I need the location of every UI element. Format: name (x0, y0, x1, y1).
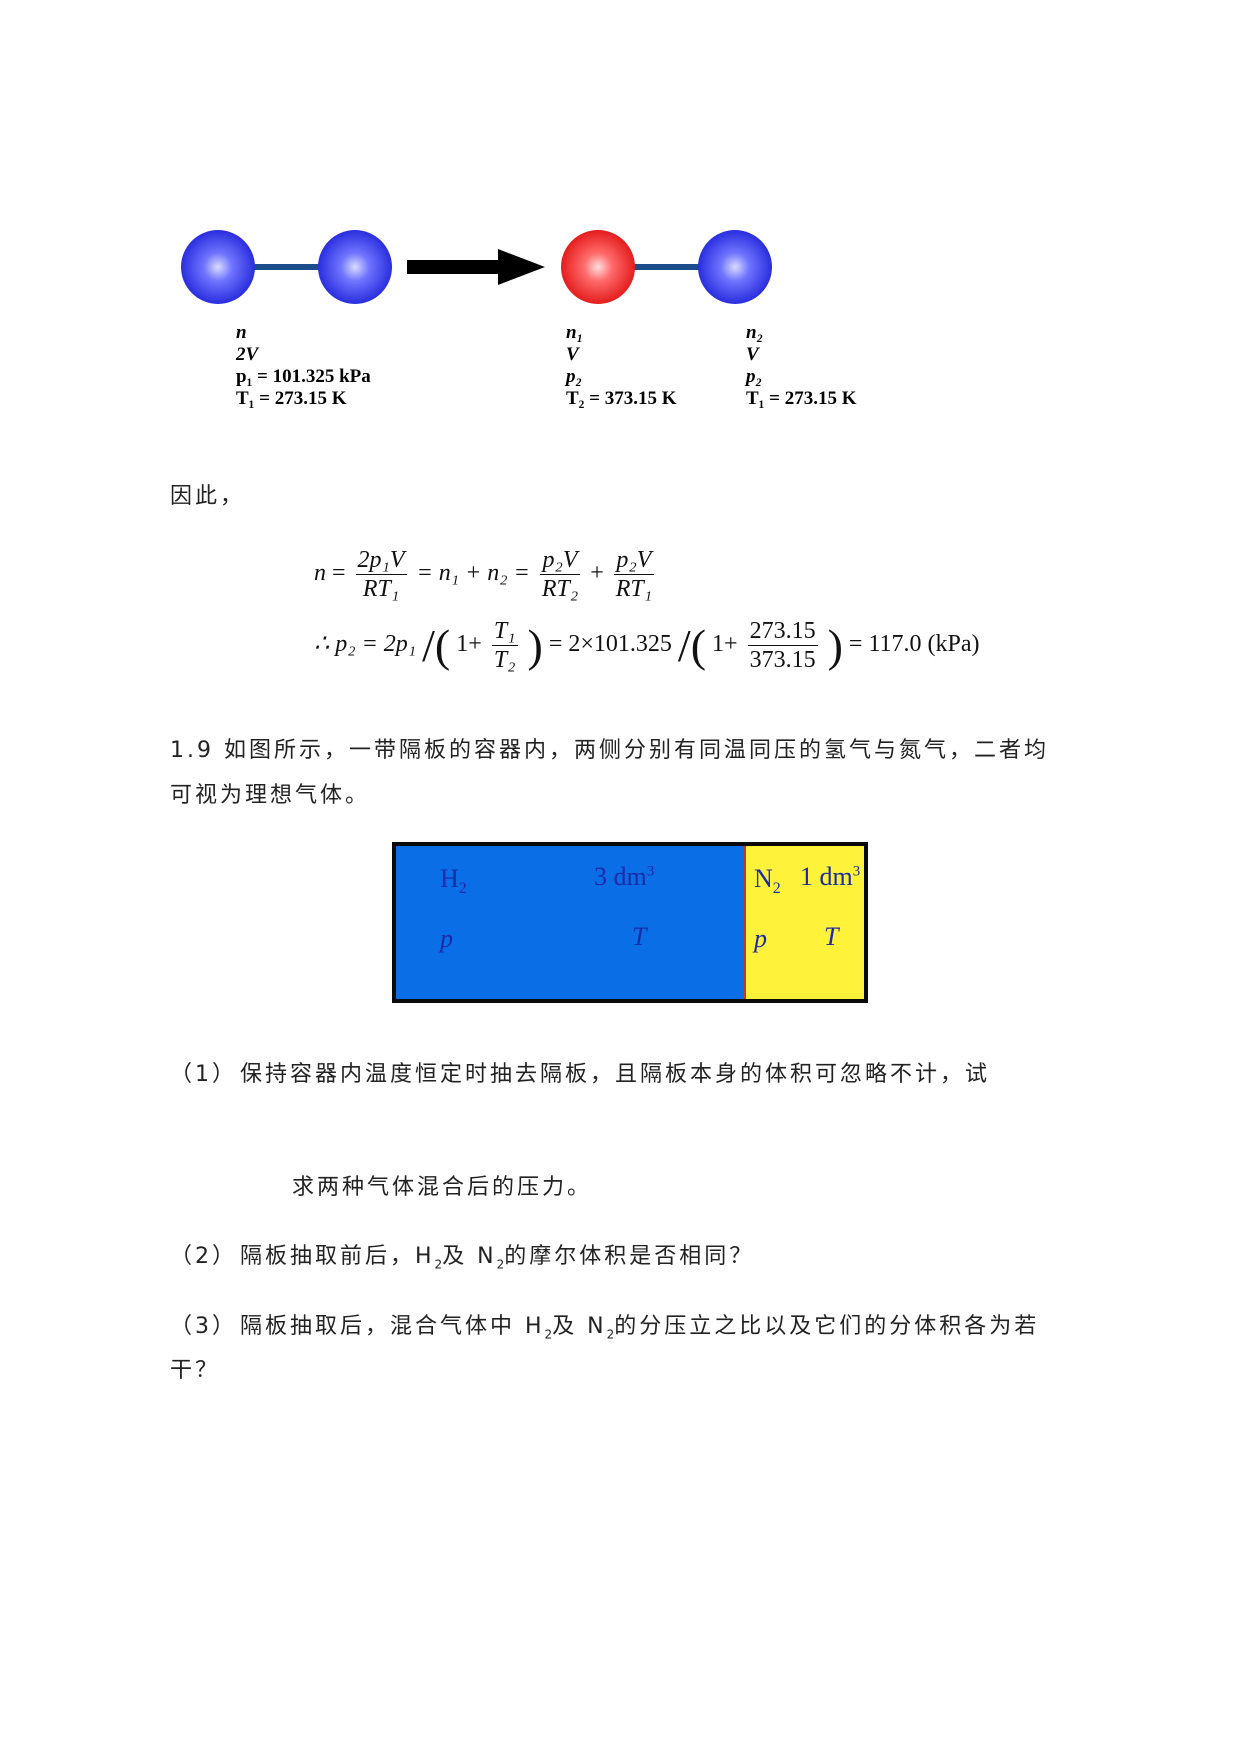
f1-num-3: p₂V (613, 547, 655, 575)
mid-p: p₂ (566, 366, 583, 387)
f1-frac-2: p₂V RT₂ (539, 547, 581, 602)
n2-label: N2 (754, 864, 781, 898)
left-n: n (236, 322, 247, 343)
f1-frac-3: p₂V RT₁ (613, 547, 655, 602)
mid-n: n₁ (566, 322, 584, 343)
blue-ball-1 (181, 230, 255, 304)
therefore-text: 因此， (170, 484, 246, 509)
f2-paren-2: ) (827, 620, 843, 671)
problem-title-line-2: 可视为理想气体。 (170, 783, 371, 808)
f1-mid: = n₁ + n₂ = (416, 560, 530, 587)
q3-line-2: 干？ (170, 1358, 221, 1383)
h2-label: H2 (440, 864, 467, 898)
f2-one: 1+ (456, 631, 482, 658)
f2-num-v: 273.15 (747, 618, 818, 646)
q3-number: （3） (170, 1314, 237, 1339)
f2-num-t: T₁ (491, 618, 518, 646)
f1-frac-1: 2p₁V RT₁ (355, 547, 407, 602)
h2-pressure: p (440, 924, 453, 953)
formula-line-1: n = 2p₁V RT₁ = n₁ + n₂ = p₂V RT₂ + p₂V R… (314, 547, 658, 602)
n2-temperature: T (824, 922, 839, 951)
f2-lead: ∴ p₂ = 2p₁ (314, 631, 417, 658)
q2-number: （2） (170, 1244, 237, 1269)
q3-text: 隔板抽取后，混合气体中 H2及 N2的分压立之比以及它们的分体积各为若 (240, 1314, 1040, 1342)
f1-eq: = (332, 560, 346, 587)
f2-frac-t: T₁ T₂ (491, 618, 518, 673)
problem-title-line-1: 1.9 如图所示，一带隔板的容器内，两侧分别有同温同压的氢气与氮气，二者均 (170, 738, 1049, 763)
q1-line-1: 保持容器内温度恒定时抽去隔板，且隔板本身的体积可忽略不计，试 (240, 1062, 991, 1087)
f2-result: = 117.0 (kPa) (848, 631, 980, 658)
f1-num-1: 2p₁V (355, 547, 407, 575)
right-state-labels: n₂ V p₂ T₁ = 273.15 K (746, 322, 856, 410)
hydrogen-compartment (396, 846, 744, 999)
right-n: n₂ (746, 322, 764, 343)
left-p: p₁ = 101.325 kPa (236, 366, 371, 387)
f2-den-t: T₂ (493, 647, 516, 673)
f1-n: n (314, 560, 326, 587)
f2-den-v: 373.15 (749, 647, 816, 673)
f2-paren-1: ) (527, 620, 543, 671)
mid-V: V (566, 344, 579, 365)
f1-num-2: p₂V (539, 547, 581, 575)
formula-line-2: ∴ p₂ = 2p₁ /( 1+ T₁ T₂ ) = 2×101.325 /( … (314, 618, 980, 673)
red-ball (561, 230, 635, 304)
n2-volume: 1 dm3 (800, 862, 861, 891)
blue-ball-3 (698, 230, 772, 304)
blue-ball-2 (318, 230, 392, 304)
f1-den-1: RT₁ (362, 576, 400, 602)
f2-one2: 1+ (712, 631, 738, 658)
f1-den-2: RT₂ (541, 576, 579, 602)
left-T: T₁ = 273.15 K (236, 388, 347, 409)
q1-number: （1） (170, 1062, 237, 1087)
partition-divider (743, 846, 746, 999)
mid-state-labels: n₁ V p₂ T₂ = 373.15 K (566, 322, 676, 410)
mid-T: T₂ = 373.15 K (566, 388, 677, 409)
right-p: p₂ (746, 366, 763, 387)
f1-plus: + (590, 560, 604, 587)
q2-text: 隔板抽取前后，H2及 N2的摩尔体积是否相同？ (240, 1244, 755, 1272)
arrow-shaft (407, 260, 502, 274)
h2-temperature: T (632, 922, 647, 951)
f2-frac-v: 273.15 373.15 (747, 618, 818, 673)
n2-pressure: p (754, 924, 767, 953)
f2-eq2: = 2×101.325 (548, 631, 672, 658)
right-V: V (746, 344, 759, 365)
left-V: 2V (236, 344, 259, 365)
right-T: T₁ = 273.15 K (746, 388, 857, 409)
left-state-labels: n 2V p₁ = 101.325 kPa T₁ = 273.15 K (236, 322, 371, 410)
f2-slash-1: /( (422, 620, 451, 671)
f1-den-3: RT₁ (615, 576, 653, 602)
container-diagram: H2 3 dm3 p T N2 1 dm3 p T (392, 842, 868, 1003)
nitrogen-compartment (746, 846, 864, 999)
h2-volume: 3 dm3 (594, 862, 655, 891)
q1-line-2: 求两种气体混合后的压力。 (292, 1175, 593, 1200)
f2-slash-2: /( (677, 620, 707, 671)
gas-expansion-diagram (181, 230, 772, 304)
arrow-head (498, 249, 545, 285)
